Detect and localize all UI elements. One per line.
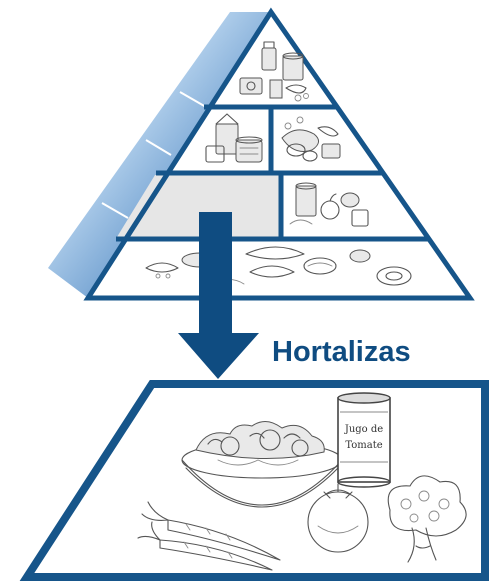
food-pyramid <box>48 7 475 301</box>
arrow-down-icon <box>178 212 259 379</box>
pyramid-side-band-1 <box>179 91 207 108</box>
broccoli-icon <box>387 475 467 563</box>
fats-oils-sweets-icon <box>239 41 309 102</box>
tomato-icon <box>307 483 369 553</box>
meat-fish-eggs-icon <box>281 116 341 162</box>
tomato-juice-can-icon: Jugo de Tomate <box>337 392 391 488</box>
pyramid-side-face <box>48 12 271 298</box>
carrots-icon <box>137 501 281 571</box>
fruits-icon <box>289 182 369 227</box>
detail-panel-outline <box>19 380 489 581</box>
dairy-icon <box>205 113 263 163</box>
can-label-line2: Tomate <box>345 440 382 451</box>
pyramid-front-outline <box>83 7 475 301</box>
pyramid-side-band-2 <box>145 139 172 156</box>
bread-cereal-rice-pasta-icon <box>145 246 412 286</box>
pyramid-side-band-3 <box>101 202 129 219</box>
vegetables-detail-panel: Jugo de Tomate <box>19 380 489 581</box>
can-label-line1: Jugo de <box>344 424 383 435</box>
highlighted-tier-label: Hortalizas <box>272 336 411 368</box>
